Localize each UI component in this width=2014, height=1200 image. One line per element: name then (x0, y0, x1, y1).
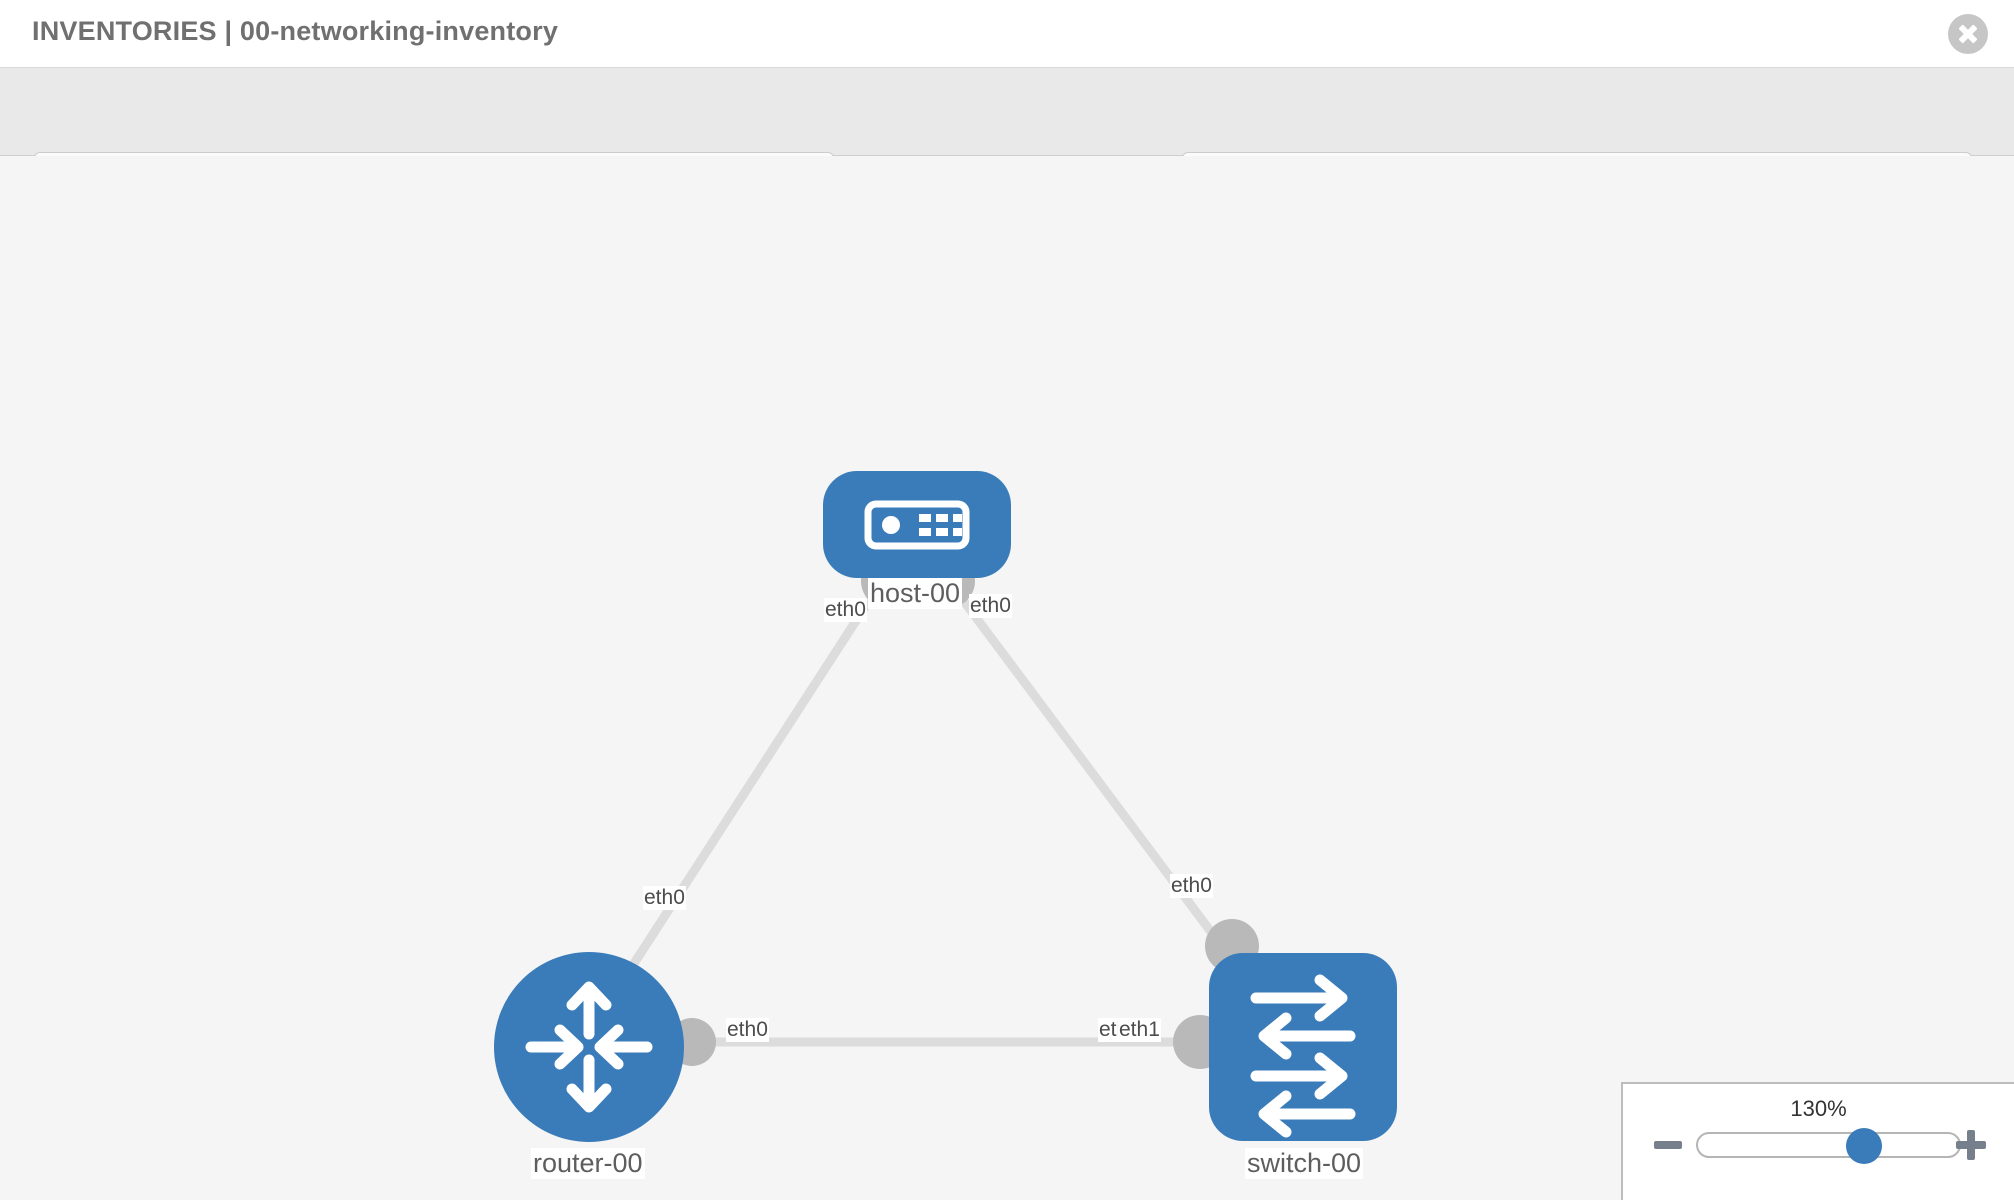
node-label-router-00: router-00 (531, 1148, 645, 1179)
page-header: INVENTORIES | 00-networking-inventory (0, 0, 2014, 68)
zoom-slider-track[interactable] (1696, 1128, 1961, 1164)
plus-icon[interactable] (1954, 1128, 1988, 1162)
iface-label-host00-eth0-left: eth0 (824, 598, 867, 622)
node-label-host-00: host-00 (868, 578, 963, 609)
zoom-control-panel: 130% (1621, 1082, 2014, 1200)
toolbar: ACTIONS SEARCH (0, 68, 2014, 201)
topology-canvas[interactable]: host-00 router-00 switch-00 eth0 eth0 et… (0, 156, 2014, 1200)
link-sockets (668, 554, 1259, 1069)
node-label-switch-00: switch-00 (1245, 1148, 1364, 1179)
iface-label-router00-eth0-uplink: eth0 (643, 886, 686, 910)
zoom-slider-thumb[interactable] (1846, 1128, 1882, 1164)
zoom-level-value: 130% (1790, 1096, 1847, 1121)
iface-label-switch00-eth0-uplink: eth0 (1170, 874, 1213, 898)
link-host00-switch00 (941, 573, 1242, 971)
node-switch-00 (1209, 953, 1397, 1141)
link-host00-router00 (596, 573, 889, 1019)
node-host-00 (823, 471, 1011, 578)
topology-graph (494, 471, 1397, 1142)
node-router-00 (494, 952, 684, 1142)
iface-label-host00-eth0-right: eth0 (969, 594, 1012, 618)
page-title: INVENTORIES | 00-networking-inventory (32, 16, 559, 46)
switch-arrows-icon (1250, 974, 1356, 1138)
server-icon (864, 500, 970, 550)
router-arrows-icon (525, 981, 653, 1113)
iface-label-router00-eth0: eth0 (726, 1018, 769, 1042)
minus-icon[interactable] (1654, 1141, 1682, 1149)
iface-label-switch00-eth1: eth1 (1118, 1018, 1161, 1042)
close-icon[interactable] (1948, 14, 1988, 54)
